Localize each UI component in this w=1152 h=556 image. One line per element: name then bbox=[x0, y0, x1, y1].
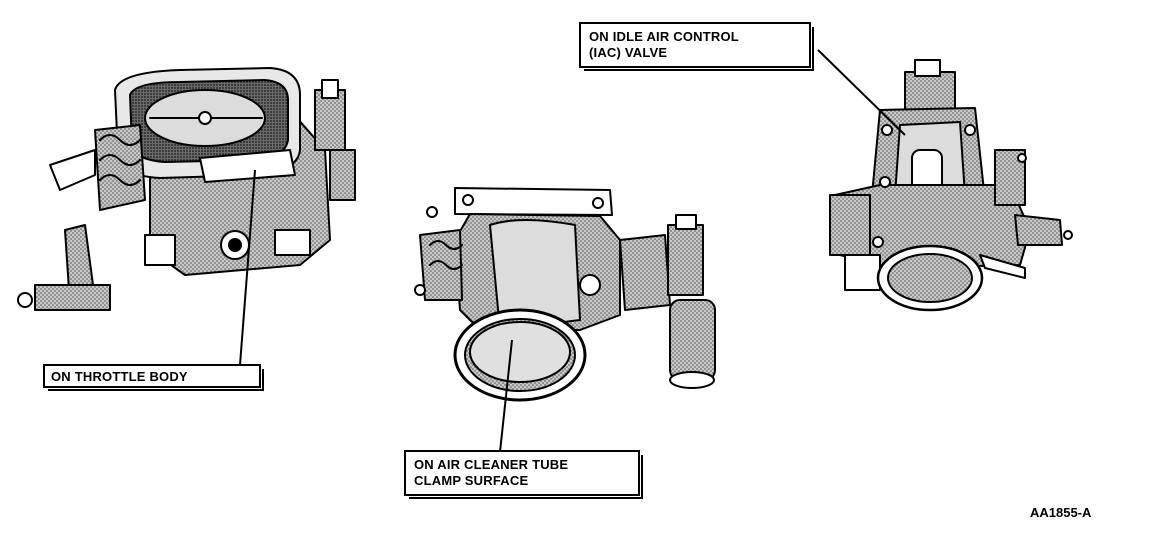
throttle-body-iac-illustration bbox=[829, 59, 1073, 312]
leader-line-throttle-body bbox=[239, 169, 256, 366]
callout-iac-valve-line2: (IAC) VALVE bbox=[589, 45, 668, 60]
callout-clamp-surface-line2: CLAMP SURFACE bbox=[414, 473, 529, 488]
callout-throttle-body-text: ON THROTTLE BODY bbox=[51, 369, 188, 384]
callout-clamp-surface: ON AIR CLEANER TUBE CLAMP SURFACE bbox=[404, 450, 643, 499]
figure-id: AA1855-A bbox=[1030, 505, 1092, 520]
callout-iac-valve-line1: ON IDLE AIR CONTROL bbox=[589, 29, 739, 44]
leader-line-clamp-surface bbox=[499, 339, 513, 453]
leader-line-iac-valve bbox=[817, 49, 906, 136]
callout-clamp-surface-line1: ON AIR CLEANER TUBE bbox=[414, 457, 569, 472]
throttle-body-center-illustration bbox=[414, 187, 716, 402]
throttle-body-left-illustration bbox=[17, 67, 356, 311]
callout-throttle-body: ON THROTTLE BODY bbox=[43, 364, 264, 391]
callout-iac-valve: ON IDLE AIR CONTROL (IAC) VALVE bbox=[579, 22, 814, 71]
